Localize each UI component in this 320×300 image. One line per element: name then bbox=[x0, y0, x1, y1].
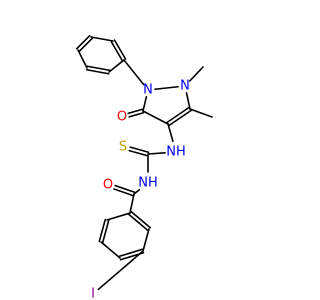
bond-line bbox=[189, 66, 204, 82]
bond-line bbox=[154, 85, 179, 91]
atom-label-n2: N bbox=[180, 79, 190, 94]
bond-line bbox=[100, 241, 121, 259]
bond-c9-o1 bbox=[127, 108, 145, 118]
bond-line bbox=[185, 92, 191, 110]
bond-c5-c6 bbox=[85, 65, 111, 75]
bond-line bbox=[128, 149, 149, 157]
bond-c1-n1 bbox=[123, 59, 145, 86]
atom-label-nh2: NH bbox=[138, 176, 158, 191]
bond-line bbox=[128, 213, 149, 232]
bond-line bbox=[77, 49, 88, 69]
atom-label-o1: O bbox=[117, 110, 127, 125]
bond-line bbox=[168, 109, 192, 127]
bond-line bbox=[129, 193, 135, 214]
bond-c17-c12 bbox=[106, 212, 131, 221]
bond-line bbox=[86, 65, 111, 72]
bond-line bbox=[118, 248, 144, 258]
bond-c9-n1 bbox=[142, 96, 148, 112]
bond-c4-c5 bbox=[77, 49, 88, 69]
bond-layer bbox=[75, 34, 213, 291]
bond-c7-c8 bbox=[166, 106, 192, 127]
bond-line bbox=[142, 228, 150, 252]
bond-c6-c1 bbox=[108, 59, 125, 73]
bond-line bbox=[110, 41, 124, 62]
bond-line bbox=[108, 59, 125, 73]
bond-c13-c14 bbox=[142, 228, 150, 252]
bond-line bbox=[113, 39, 127, 60]
bond-c11-o2 bbox=[113, 184, 136, 197]
bond-c11-c12 bbox=[129, 193, 135, 214]
atom-label-layer: N N O NH S NH O I bbox=[91, 79, 190, 300]
bond-c15-c16 bbox=[100, 241, 121, 259]
bond-line bbox=[114, 184, 136, 194]
bond-n1-n2 bbox=[154, 85, 179, 91]
molecule-structure-diagram: N N O NH S NH O I bbox=[75, 34, 213, 300]
bond-n2-c7 bbox=[185, 92, 191, 110]
bond-line bbox=[123, 59, 145, 86]
bond-line bbox=[113, 188, 135, 197]
bond-line bbox=[98, 218, 107, 243]
bond-c8-nh1 bbox=[167, 123, 174, 143]
bond-line bbox=[166, 106, 190, 124]
bond-nh1-c10 bbox=[147, 151, 166, 155]
bond-line bbox=[167, 123, 174, 143]
bond-c12-c13 bbox=[128, 210, 151, 232]
bond-line bbox=[78, 37, 94, 53]
bond-line bbox=[129, 146, 150, 154]
atom-label-s1: S bbox=[119, 140, 127, 155]
bond-line bbox=[106, 212, 131, 221]
bond-line bbox=[128, 111, 145, 118]
atom-label-nh1: NH bbox=[166, 145, 186, 160]
bond-c1-c2 bbox=[110, 39, 127, 62]
bond-c10-s1 bbox=[128, 146, 150, 157]
atom-label-i1: I bbox=[91, 287, 95, 300]
bond-c3-c4 bbox=[75, 34, 94, 53]
bond-line bbox=[97, 250, 144, 291]
bond-line bbox=[147, 151, 166, 155]
bond-line bbox=[189, 108, 213, 118]
bond-nh2-c11 bbox=[133, 188, 141, 195]
bond-line bbox=[130, 210, 151, 229]
bond-line bbox=[101, 219, 110, 244]
bond-c7-me2 bbox=[189, 108, 213, 118]
bond-line bbox=[133, 188, 141, 195]
bond-line bbox=[127, 108, 144, 115]
bond-c8-c9 bbox=[142, 110, 169, 125]
bond-c2-c3 bbox=[90, 36, 114, 42]
bond-c16-c17 bbox=[98, 218, 110, 244]
bond-line bbox=[142, 110, 169, 125]
atom-label-o2: O bbox=[103, 178, 113, 193]
bond-line bbox=[90, 36, 114, 42]
bond-c14-i1 bbox=[97, 250, 144, 291]
bond-line bbox=[142, 96, 148, 112]
atom-label-n1: N bbox=[143, 83, 153, 98]
bond-line bbox=[85, 68, 110, 75]
bond-line bbox=[75, 34, 91, 50]
bond-n2-me1 bbox=[189, 66, 204, 82]
